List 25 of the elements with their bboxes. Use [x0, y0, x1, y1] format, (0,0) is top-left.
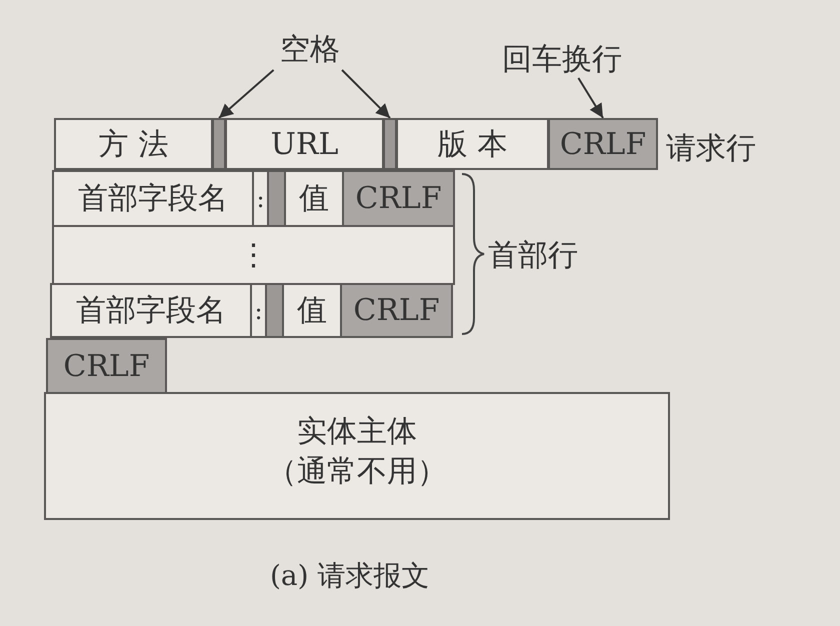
callout-text: 空格	[268, 28, 352, 70]
callout-text: 回车换行	[500, 40, 624, 78]
crlf-cell: CRLF	[340, 283, 453, 338]
field-cell: 首部字段名	[50, 283, 252, 338]
field-cell: 值	[284, 170, 344, 227]
body-text: 实体主体	[297, 413, 417, 451]
field-cell: 首部字段名	[52, 170, 254, 227]
field-cell: URL	[225, 118, 384, 170]
field-cell: ⋮	[52, 225, 455, 285]
leader-arrow	[218, 69, 274, 119]
space-bar	[212, 118, 226, 170]
field-cell: 版 本	[396, 118, 549, 170]
leader-arrow	[341, 69, 391, 119]
field-cell: 方 法	[54, 118, 213, 170]
crlf-cell: CRLF	[342, 170, 455, 227]
body-text: （通常不用）	[267, 453, 447, 491]
row-label: 首部行	[488, 237, 578, 275]
caption: (a) 请求报文	[270, 558, 430, 594]
leader-arrow	[578, 77, 604, 119]
body-box	[44, 392, 670, 520]
row-label: 请求行	[666, 130, 756, 168]
field-cell: 值	[282, 283, 342, 338]
crlf-cell: CRLF	[548, 118, 658, 170]
space-bar	[383, 118, 397, 170]
crlf-cell: CRLF	[46, 338, 167, 394]
